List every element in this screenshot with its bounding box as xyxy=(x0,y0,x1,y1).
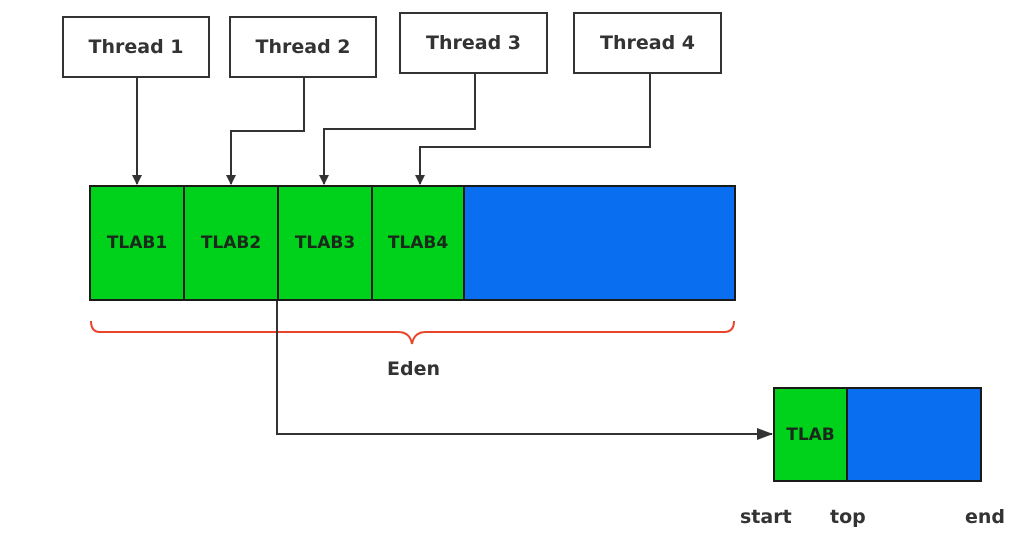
thread-3-box: Thread 3 xyxy=(399,12,548,74)
detail-arrow xyxy=(276,300,773,440)
tlab-detail-free xyxy=(845,387,982,482)
end-label: end xyxy=(965,506,1006,528)
eden-region: TLAB1 TLAB2 TLAB3 TLAB4 xyxy=(89,185,736,301)
thread-4-box: Thread 4 xyxy=(573,12,722,74)
tlab-detail-used: TLAB xyxy=(773,387,848,482)
tlab-2: TLAB2 xyxy=(183,185,279,301)
tlab-detail: TLAB xyxy=(773,387,982,482)
start-label: start xyxy=(740,506,792,528)
thread3-arrow xyxy=(319,74,476,185)
thread2-arrow xyxy=(226,78,305,185)
tlab-1: TLAB1 xyxy=(89,185,185,301)
eden-label: Eden xyxy=(387,358,440,380)
tlab-4: TLAB4 xyxy=(371,185,465,301)
eden-free-space xyxy=(463,185,736,301)
thread-1-box: Thread 1 xyxy=(62,16,210,78)
thread4-arrow xyxy=(415,74,651,185)
top-label: top xyxy=(830,506,866,528)
thread-2-box: Thread 2 xyxy=(229,16,377,78)
tlab-3: TLAB3 xyxy=(277,185,373,301)
eden-brace xyxy=(90,320,735,345)
